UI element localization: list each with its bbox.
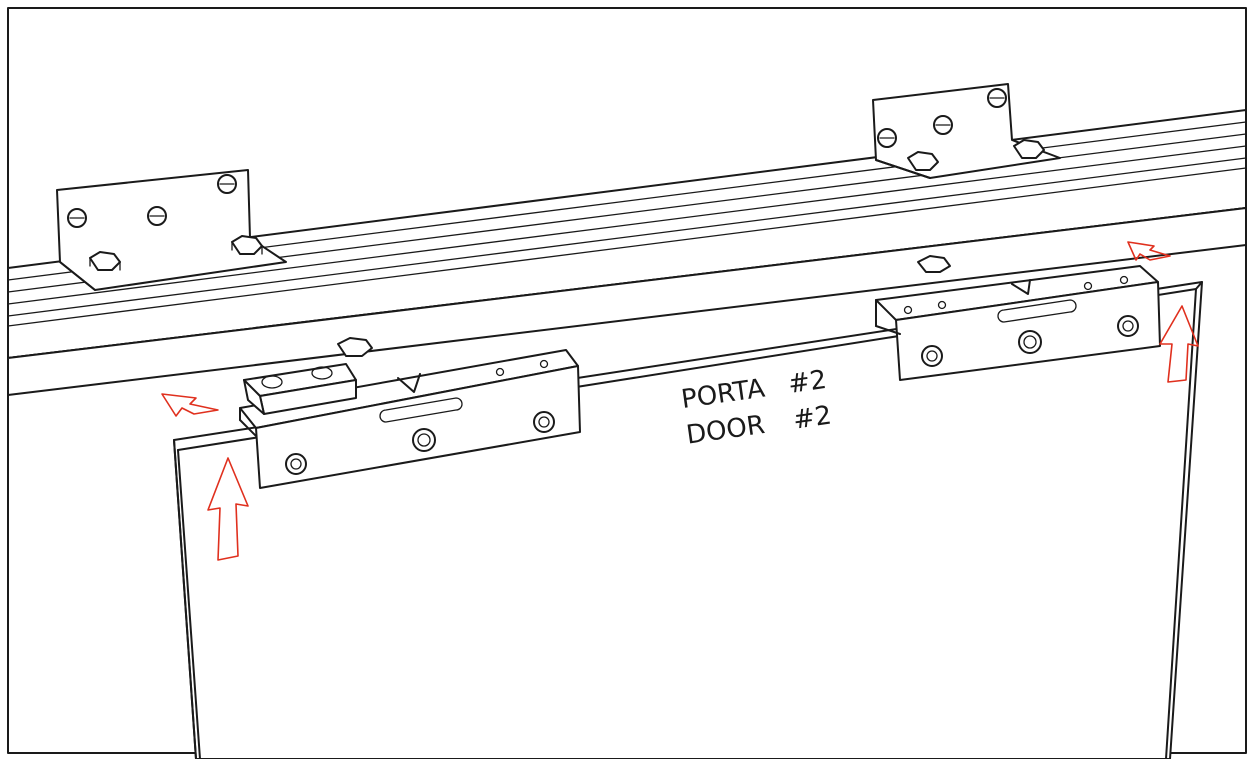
left-door-carrier (239, 337, 581, 489)
door-label-line1-number: #2 (786, 365, 828, 400)
screw-icon (412, 428, 436, 452)
screw-icon (285, 453, 307, 475)
up-arrow-icon (207, 457, 249, 561)
diagonal-arrow-icon (161, 393, 219, 417)
screw-icon (921, 345, 943, 367)
hex-bolt (907, 151, 939, 171)
right-wall-bracket (872, 83, 1061, 179)
hex-bolt (231, 235, 263, 255)
screw-icon (533, 411, 555, 433)
stop-block (243, 363, 357, 415)
up-arrow-icon (1159, 305, 1199, 383)
hex-bolt (89, 251, 121, 271)
left-wall-bracket (56, 169, 287, 291)
diagonal-arrow-icon (1127, 241, 1171, 261)
door-label-line2-number: #2 (791, 401, 833, 436)
screw-icon (1018, 330, 1042, 354)
hex-bolt (1013, 139, 1045, 159)
screw-icon (1117, 315, 1139, 337)
right-door-carrier (875, 255, 1161, 381)
